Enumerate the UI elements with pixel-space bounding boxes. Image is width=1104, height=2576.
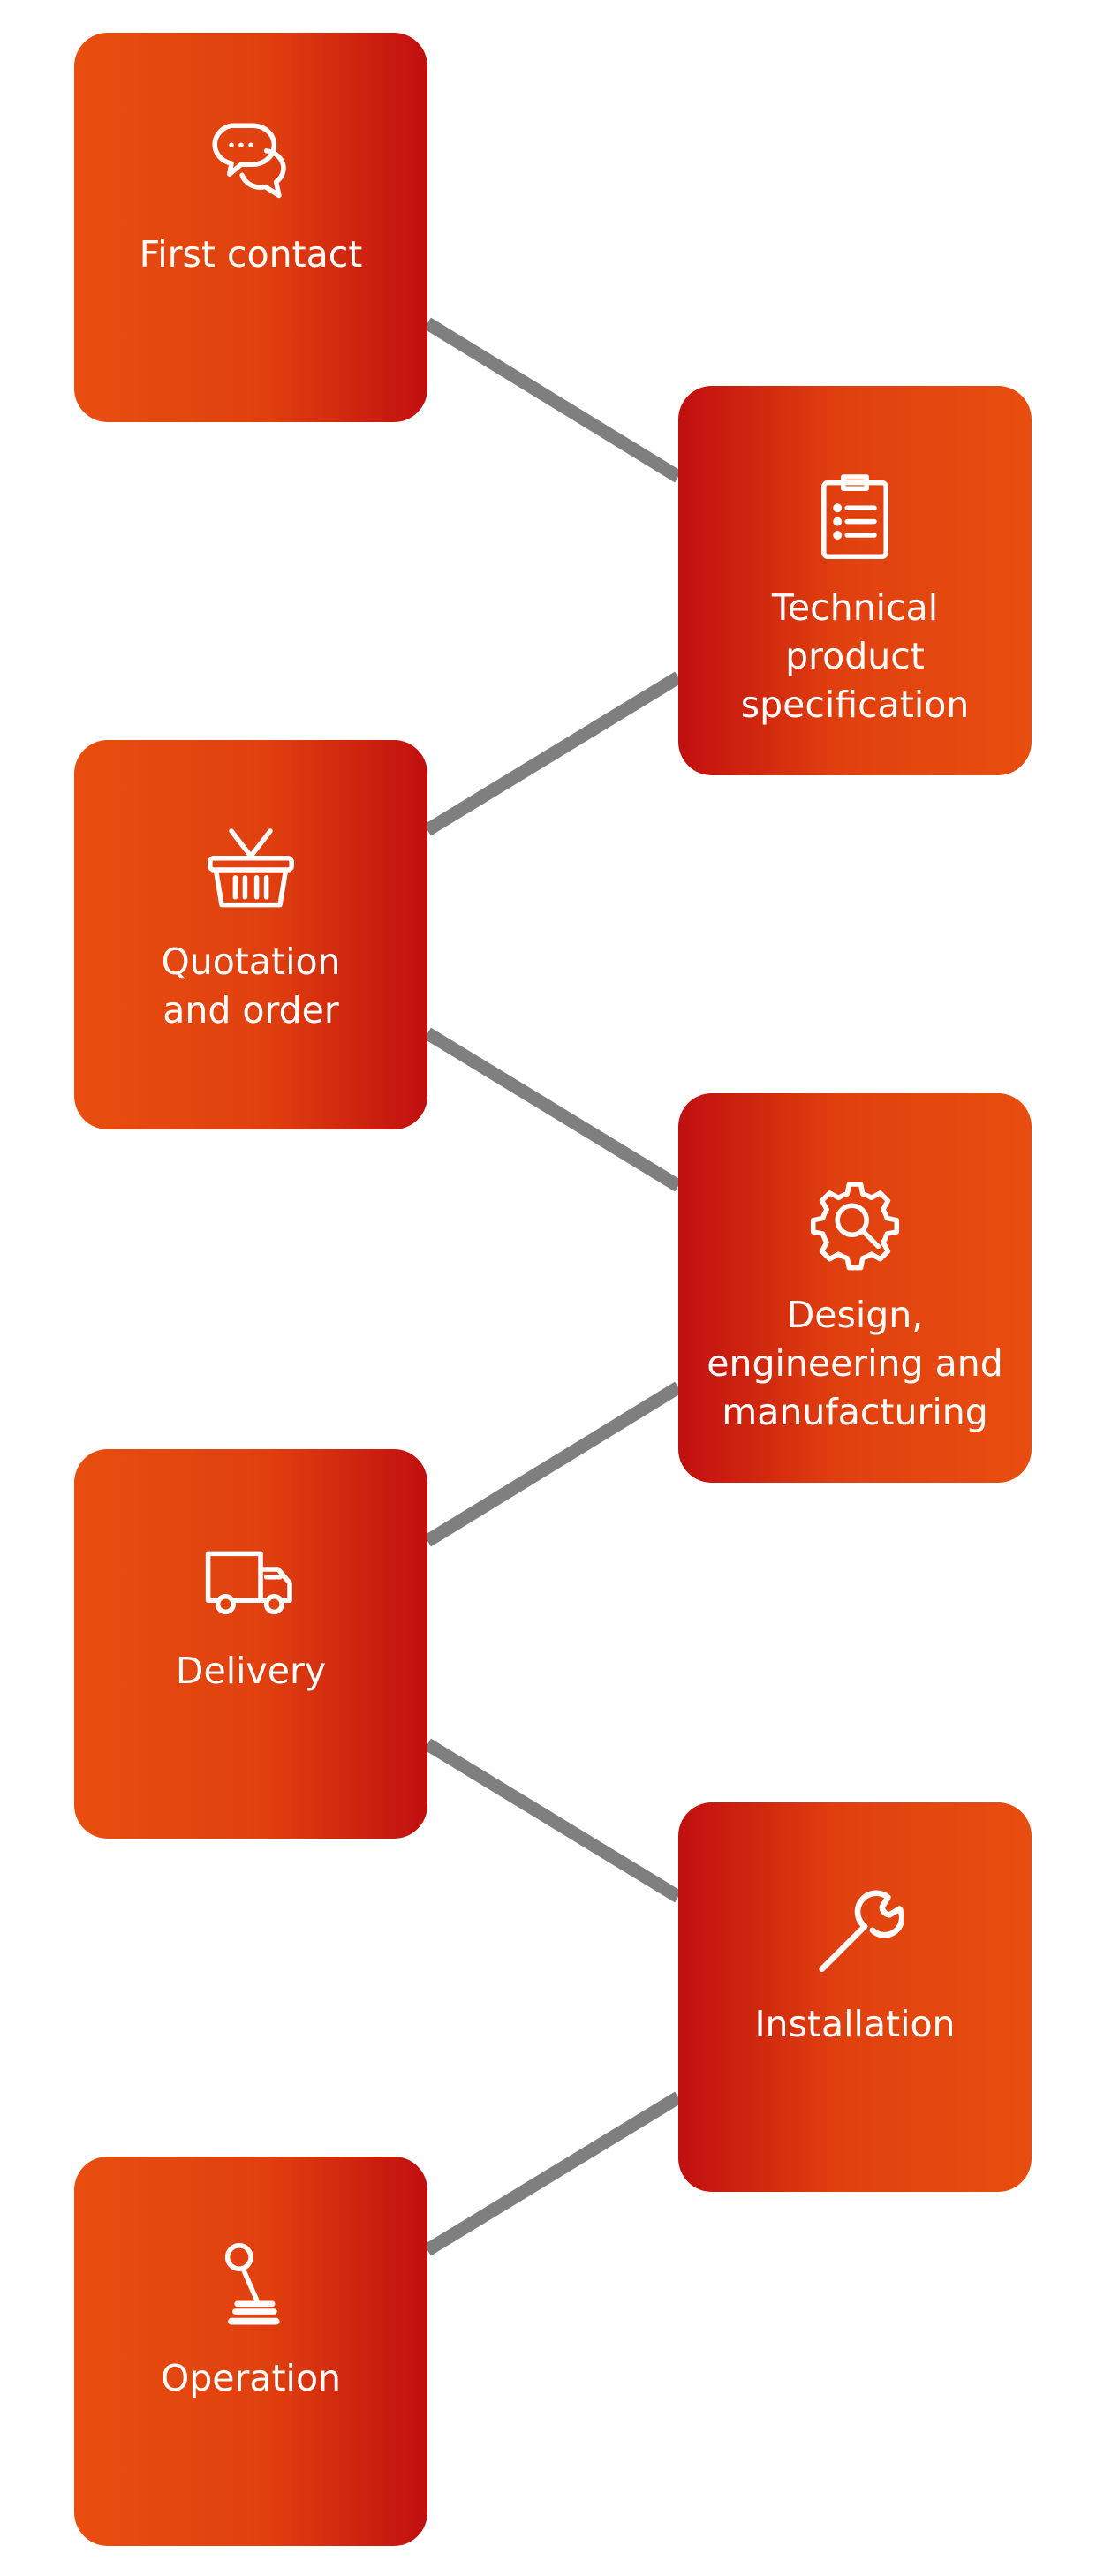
step-first-contact: First contact [74,33,427,422]
step-label: Technical product specification [740,586,970,726]
step-delivery: Delivery [74,1449,427,1839]
connector-4-5 [424,1381,682,1547]
step-label: Quotation and order [161,941,341,1031]
joystick-icon [202,2238,299,2335]
truck-icon [202,1530,299,1628]
step-quotation-and-order: Quotation and order [74,740,427,1129]
clipboard-list-icon [806,467,904,564]
step-installation: Installation [678,1802,1032,2192]
wrench-icon [806,1884,904,1981]
connector-6-7 [424,2091,682,2256]
step-technical-product-specification: Technical product specification [678,386,1032,775]
connector-2-3 [424,671,682,836]
step-operation: Operation [74,2157,427,2546]
connector-1-2 [424,317,682,483]
shopping-basket-icon [202,821,299,918]
step-design-engineering-manufacturing: Design, engineering and manufacturing [678,1093,1032,1483]
gear-search-icon [806,1175,904,1272]
step-label: Installation [754,2003,956,2045]
step-label: Delivery [175,1650,327,1692]
connector-5-6 [424,1738,682,1903]
connector-3-4 [424,1027,682,1192]
speech-bubbles-icon [202,114,299,211]
step-label: Design, engineering and manufacturing [707,1294,1003,1433]
step-label: Operation [160,2357,342,2399]
step-label: First contact [139,233,363,276]
